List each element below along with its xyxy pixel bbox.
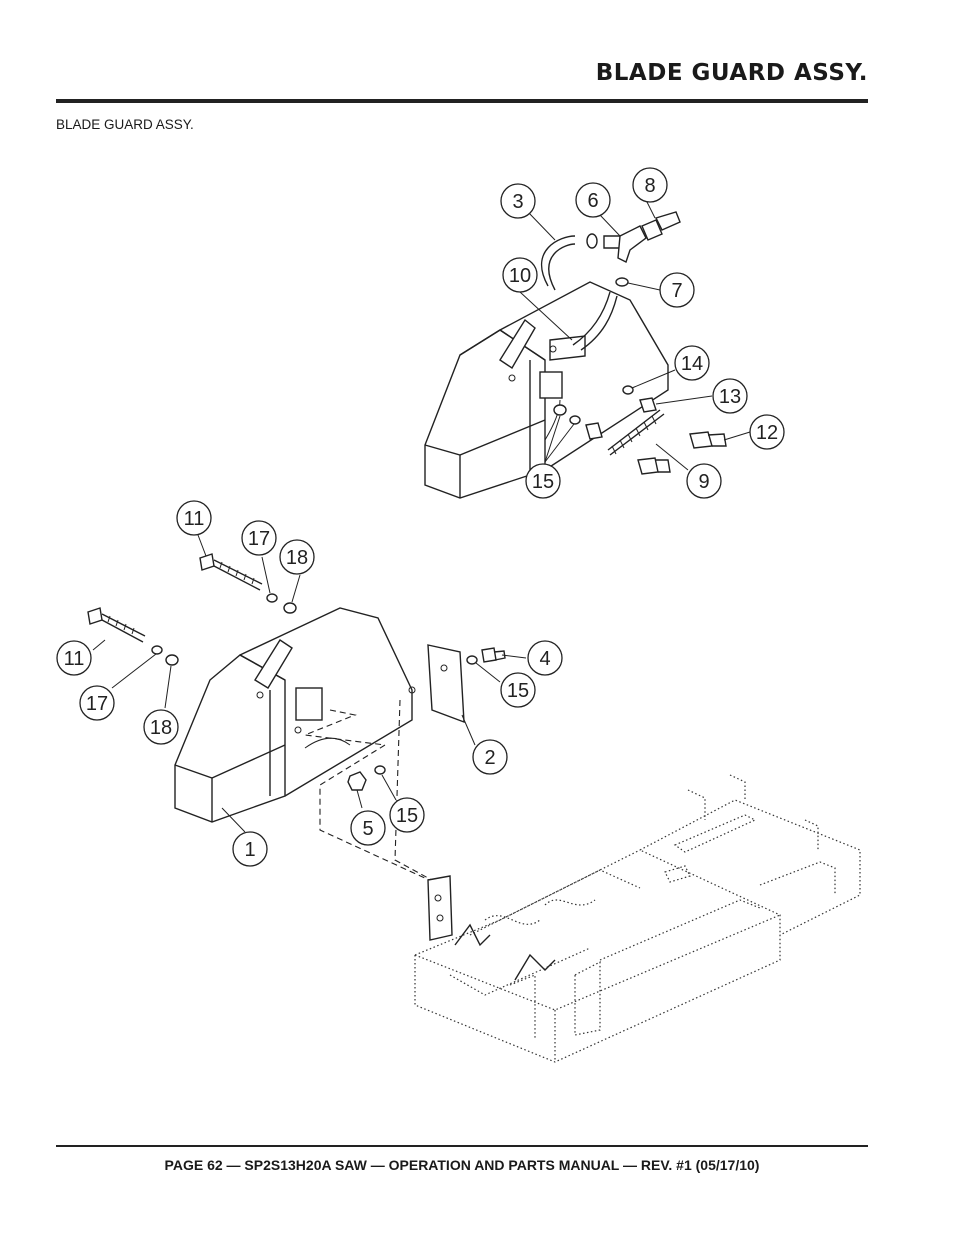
assembly-path-line: [394, 699, 451, 891]
callout-15: 15: [389, 797, 425, 833]
svg-text:5: 5: [362, 818, 373, 840]
lower-blade-guard: [174, 607, 413, 823]
callout-17: 17: [79, 685, 115, 721]
tension-spring-and-bolts: [553, 385, 727, 475]
page-footer: PAGE 62 — SP2S13H20A SAW — OPERATION AND…: [164, 1157, 760, 1173]
water-hose-and-fittings: [540, 211, 681, 351]
callout-18: 18: [279, 539, 315, 575]
frame-mount-bracket: [427, 875, 556, 981]
svg-text:6: 6: [587, 190, 598, 212]
svg-text:12: 12: [756, 422, 778, 444]
callout-13: 13: [712, 378, 748, 414]
svg-text:9: 9: [698, 471, 709, 493]
svg-text:4: 4: [539, 648, 550, 670]
callout-8: 8: [632, 167, 668, 203]
callout-4: 4: [527, 640, 563, 676]
svg-text:13: 13: [719, 386, 741, 408]
svg-text:15: 15: [396, 805, 418, 827]
callout-3: 3: [500, 183, 536, 219]
svg-text:15: 15: [532, 471, 554, 493]
svg-text:17: 17: [86, 693, 108, 715]
callout-1: 1: [232, 831, 268, 867]
upper-blade-guard: [424, 281, 669, 499]
footer-rule: [56, 1145, 868, 1147]
svg-text:2: 2: [484, 747, 495, 769]
svg-text:14: 14: [681, 353, 703, 375]
callout-9: 9: [686, 463, 722, 499]
svg-text:1: 1: [244, 839, 255, 861]
callout-6: 6: [575, 182, 611, 218]
callout-11: 11: [56, 640, 92, 676]
guard-plate-and-hardware: [347, 644, 506, 791]
svg-text:3: 3: [512, 191, 523, 213]
svg-text:18: 18: [150, 717, 172, 739]
callout-7: 7: [659, 272, 695, 308]
callout-18: 18: [143, 709, 179, 745]
callout-15: 15: [500, 672, 536, 708]
leader-lines: [92, 199, 751, 833]
callout-11: 11: [176, 500, 212, 536]
callout-12: 12: [749, 414, 785, 450]
header-rule: [56, 99, 868, 103]
svg-text:7: 7: [671, 280, 682, 302]
callout-10: 10: [502, 257, 538, 293]
section-label: BLADE GUARD ASSY.: [56, 117, 194, 132]
callout-14: 14: [674, 345, 710, 381]
svg-text:11: 11: [184, 508, 205, 530]
page-title: BLADE GUARD ASSY.: [595, 60, 868, 86]
svg-text:18: 18: [286, 547, 308, 569]
guard-mount-bolts: [87, 553, 297, 666]
callout-2: 2: [472, 739, 508, 775]
svg-text:17: 17: [248, 528, 270, 550]
svg-text:15: 15: [507, 680, 529, 702]
callout-5: 5: [350, 810, 386, 846]
svg-text:11: 11: [64, 648, 85, 670]
saw-frame: [414, 774, 861, 1063]
callout-15: 15: [525, 463, 561, 499]
svg-text:10: 10: [509, 265, 531, 287]
svg-text:8: 8: [644, 175, 655, 197]
assembly-path-line: [304, 709, 441, 886]
callout-17: 17: [241, 520, 277, 556]
